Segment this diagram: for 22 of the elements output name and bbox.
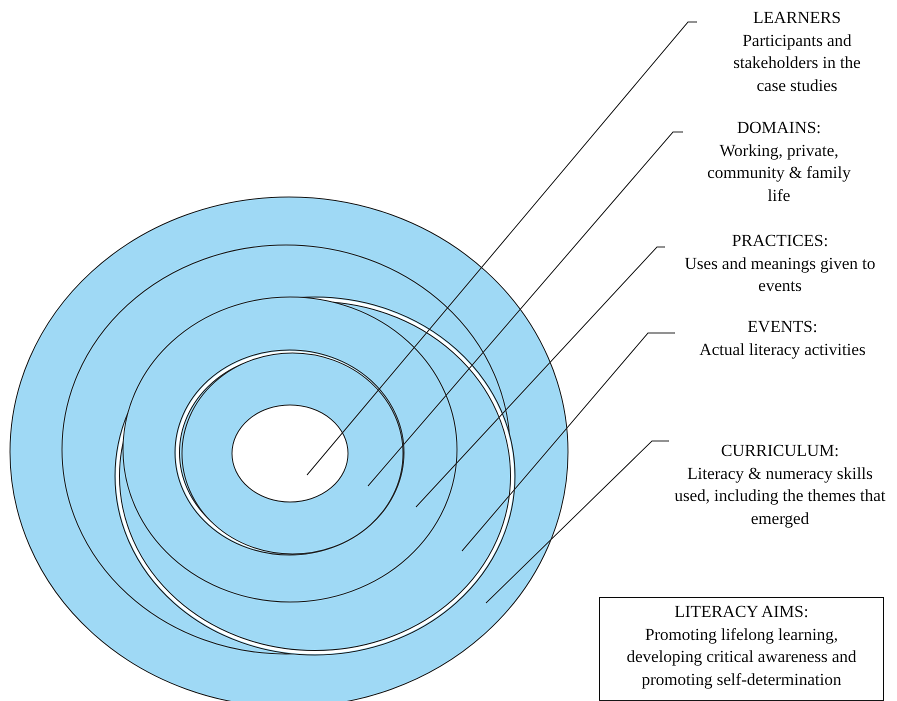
- leader-line: [306, 22, 698, 476]
- ellipse-ring: [10, 197, 568, 701]
- description: Actual literacy activities: [698, 338, 867, 361]
- ellipse-ring: [115, 297, 515, 655]
- leader-line: [368, 132, 684, 486]
- leader-line: [462, 332, 676, 552]
- leader-line: [416, 246, 666, 508]
- description: Literacy & numeracy skills used, including the themes that emerged: [673, 462, 887, 530]
- description: Uses and meanings given to events: [684, 252, 876, 297]
- heading: LITERACY AIMS:: [674, 601, 810, 623]
- ellipse-ring: [123, 297, 457, 602]
- center-ellipse: [232, 405, 348, 502]
- heading: DOMAINS:: [736, 117, 822, 139]
- heading: CURRICULUM:: [720, 440, 840, 462]
- heading: LEARNERS: [752, 7, 842, 29]
- description: Working, private, community & family life: [706, 140, 852, 206]
- text-box: [599, 597, 884, 701]
- description: Promoting lifelong learning, developing critical awareness and promoting self-determination: [626, 624, 858, 691]
- description: Participants and stakeholders in the case studies: [732, 30, 862, 96]
- leader-line: [486, 440, 670, 604]
- heading: EVENTS:: [746, 316, 818, 338]
- heading: PRACTICES:: [730, 230, 830, 252]
